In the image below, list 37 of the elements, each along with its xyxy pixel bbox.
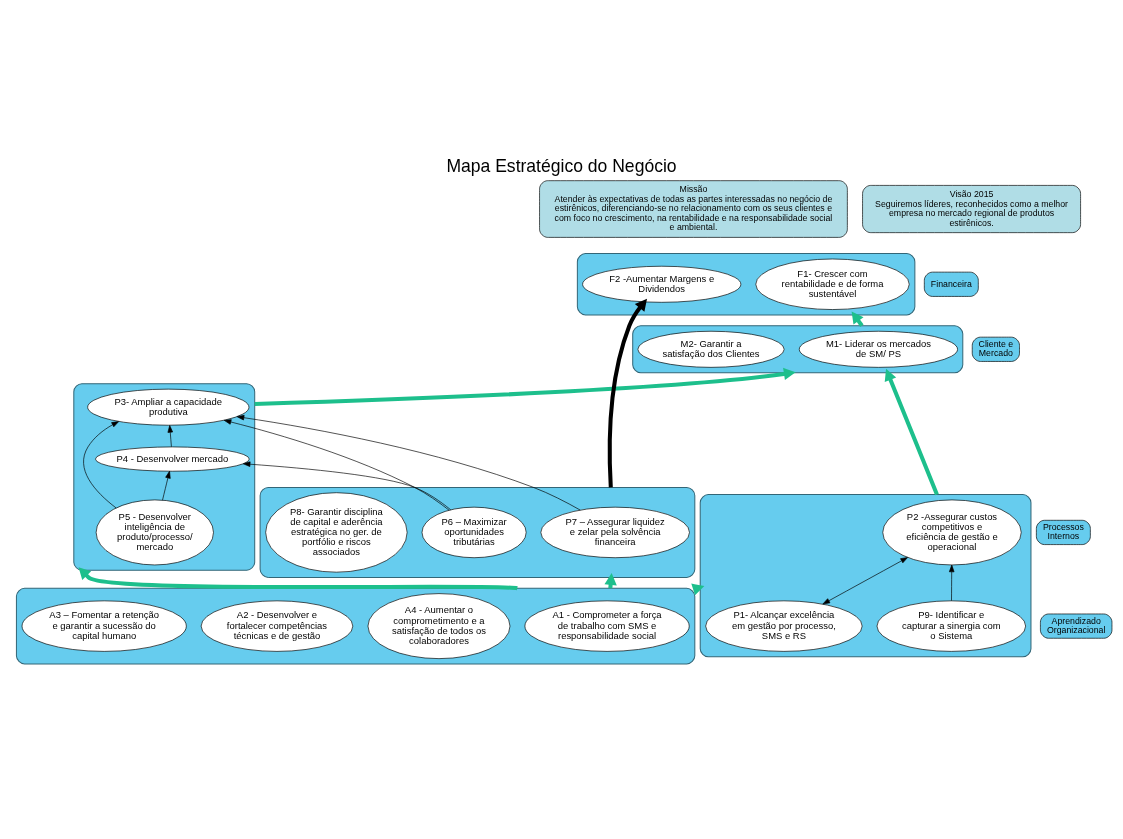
diagram-title: Mapa Estratégico do Negócio (446, 156, 677, 177)
node-ellipse: P8- Garantir disciplina de capital e aderência estratégica no ger. de portfólio e riscos associados (265, 492, 408, 573)
node-ellipse: F2 -Aumentar Margens e Dividendos (582, 265, 742, 303)
cluster (632, 325, 964, 374)
cluster (576, 253, 916, 316)
cluster (73, 383, 256, 571)
node-box: Financeira (924, 271, 979, 297)
node-ellipse: P9- Identificar e capturar a sinergia com o Sistema (876, 600, 1026, 652)
node-ellipse: A2 - Desenvolver e fortalecer competências técnicas e de gestão (200, 600, 354, 652)
node-ellipse: M1- Liderar os mercados de SM/ PS (798, 330, 958, 368)
arrow (884, 368, 939, 496)
arrow (242, 461, 452, 511)
arrow (167, 425, 173, 447)
arrow (78, 567, 518, 591)
arrow (822, 557, 908, 605)
node-ellipse: P6 – Maximizar oportunidades tributárias (421, 506, 527, 559)
cluster (699, 494, 1032, 658)
arrow (162, 470, 171, 501)
node-ellipse: P5 - Desenvolver inteligência de produto/processo/ mercado (95, 499, 214, 566)
arrow (607, 298, 648, 488)
node-box: Visão 2015 Seguiremos líderes, reconhecidos como a melhor empresa no mercado regional de produtos estirênicos. (862, 185, 1081, 233)
arrow (223, 419, 450, 511)
node-ellipse: P7 – Assegurar liquidez e zelar pela solvência financeira (540, 506, 690, 559)
node-box: Processos Internos (1036, 519, 1091, 545)
arrow (83, 421, 119, 509)
node-ellipse: A1 - Comprometer a força de trabalho com SMS e responsabilidade social (524, 600, 690, 652)
cluster (259, 486, 696, 578)
arrow (949, 564, 955, 602)
node-ellipse: A4 - Aumentar o comprometimento e a satisfação de todos os colaboradores (367, 593, 511, 659)
node-box: Missão Atender às expectativas de todas as partes interessadas no negócio de estirênicos, diferenciando-se no relacionamento com os seus clientes e com foco no crescimento, na rentabilidade e na responsabilidade social e ambiental. (539, 180, 848, 238)
node-ellipse: A3 – Fomentar a retenção e garantir a sucessão do capital humano (21, 600, 187, 652)
arrow (236, 415, 581, 511)
node-box: Cliente e Mercado (971, 336, 1020, 362)
node-ellipse: M2- Garantir a satisfação dos Clientes (637, 330, 785, 368)
node-ellipse: F1- Crescer com rentabilidade e de forma sustentável (755, 258, 910, 310)
arrow (254, 367, 796, 407)
node-box: Aprendizado Organizacional (1040, 613, 1113, 639)
